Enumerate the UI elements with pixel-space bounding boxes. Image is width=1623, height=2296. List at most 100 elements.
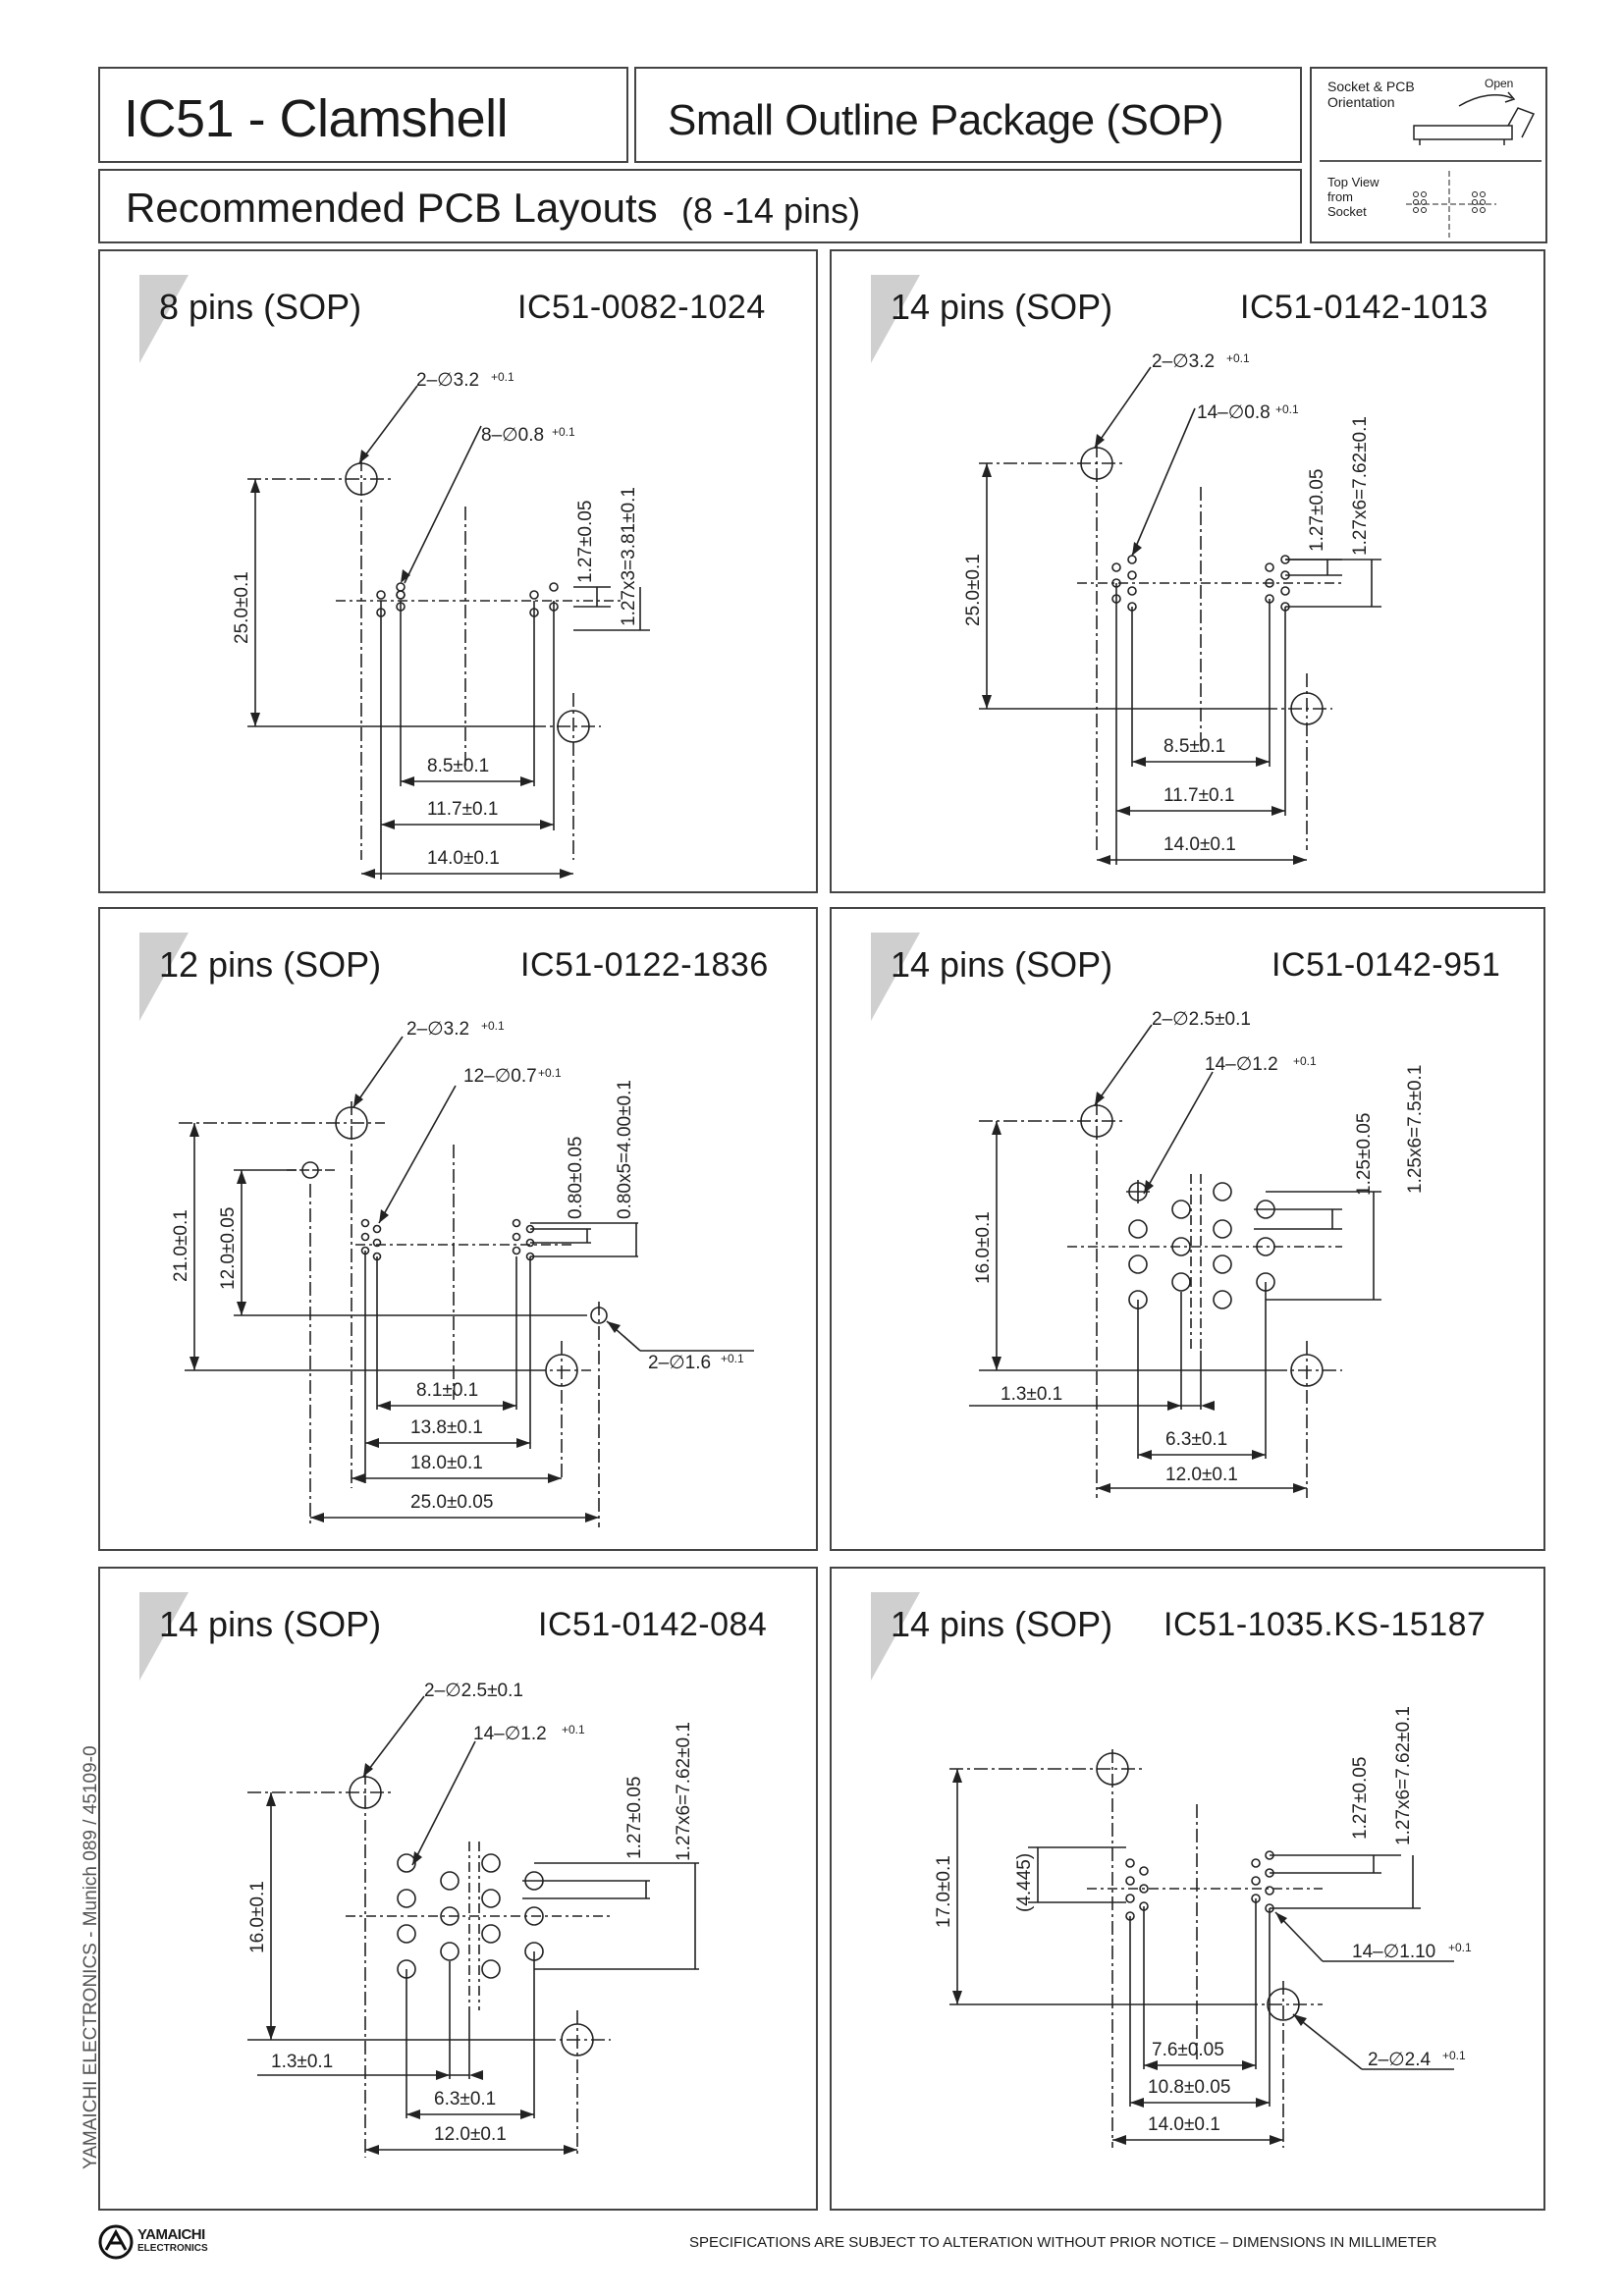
open-label: Open	[1485, 77, 1514, 90]
pitch-dim: 1.25±0.05	[1354, 1113, 1375, 1196]
socket-orientation-icon	[1320, 91, 1542, 238]
svg-text:+0.1: +0.1	[481, 1019, 505, 1033]
small-hole-label: 14–∅1.2	[473, 1724, 547, 1744]
title-box: IC51 - Clamshell	[98, 67, 628, 163]
panel-title: 12 pins (SOP)	[159, 944, 382, 985]
height-dim-2: (4.445)	[1014, 1853, 1035, 1912]
part-number: IC51-1035.KS-15187	[1163, 1606, 1487, 1643]
svg-text:+0.1: +0.1	[552, 425, 575, 439]
span-dim: 1.27x3=3.81±0.1	[619, 487, 639, 626]
panel-title: 8 pins (SOP)	[159, 287, 362, 327]
company-logo: YAMAICHI ELECTRONICS	[98, 2224, 236, 2264]
big-hole-label: 2–∅3.2	[1152, 351, 1215, 372]
width-dim-1: 8.5±0.1	[1163, 736, 1225, 757]
big-hole-label: 2–∅2.5±0.1	[1152, 1009, 1251, 1030]
span-dim: 0.80x5=4.00±0.1	[615, 1080, 635, 1219]
part-number: IC51-0122-1836	[520, 946, 769, 984]
big-hole-label: 2–∅2.4	[1368, 2050, 1432, 2070]
pitch-dim: 0.80±0.05	[566, 1137, 586, 1219]
width-dim-0: 1.3±0.1	[1001, 1384, 1062, 1405]
width-dim-1: 6.3±0.1	[434, 2089, 496, 2109]
width-dim-2: 10.8±0.05	[1148, 2077, 1230, 2098]
part-number: IC51-0142-084	[538, 1606, 768, 1643]
top-view-label: Top View from Socket	[1327, 175, 1380, 219]
svg-text:+0.1: +0.1	[491, 370, 514, 384]
width-dim-1: 8.1±0.1	[416, 1380, 478, 1401]
logo-line-1: YAMAICHI	[137, 2226, 205, 2243]
width-dim-3: 14.0±0.1	[427, 848, 500, 869]
part-number: IC51-0142-1013	[1240, 289, 1488, 326]
subtitle-box: Recommended PCB Layouts (8 -14 pins)	[98, 169, 1302, 243]
panel-corner-mark	[871, 1592, 920, 1681]
panel-corner-mark	[139, 275, 189, 363]
span-dim: 1.27x6=7.62±0.1	[674, 1722, 694, 1861]
panel-title: 14 pins (SOP)	[159, 1604, 382, 1644]
big-hole-label: 2–∅3.2	[416, 370, 479, 391]
panel-title: 14 pins (SOP)	[891, 1604, 1113, 1644]
svg-text:+0.1: +0.1	[1293, 1054, 1317, 1068]
pcb-drawing: 2–∅3.2 +0.1 12–∅0.7 +0.1 2–∅1.6 +0.1 21.…	[171, 1019, 754, 1527]
width-dim-1: 7.6±0.05	[1152, 2040, 1224, 2060]
part-number: IC51-0082-1024	[517, 289, 766, 326]
layout-panel-8pin-1024: 8 pins (SOP) IC51-0082-1024	[98, 249, 818, 893]
height-dim: 17.0±0.1	[934, 1855, 954, 1928]
pcb-drawing: 2–∅3.2 +0.1 14–∅0.8 +0.1 25.0±0.1 1.27±0…	[963, 351, 1381, 865]
width-dim-4: 25.0±0.05	[410, 1492, 493, 1513]
height-dim: 25.0±0.1	[232, 571, 252, 644]
width-dim-1: 8.5±0.1	[427, 756, 489, 776]
pcb-drawing: 2–∅2.5±0.1 14–∅1.2 +0.1 16.0±0.1 1.25±0.…	[969, 1009, 1426, 1498]
layout-panel-14pin-ks15187: 14 pins (SOP) IC51-1035.KS-15187	[830, 1567, 1545, 2211]
width-dim-3: 18.0±0.1	[410, 1453, 483, 1473]
panel-corner-mark	[871, 933, 920, 1021]
small-hole-label: 12–∅0.7	[463, 1066, 537, 1087]
small-hole-label: 14–∅1.2	[1205, 1054, 1278, 1075]
span-dim: 1.27x6=7.62±0.1	[1350, 416, 1371, 556]
pitch-dim: 1.27±0.05	[1350, 1757, 1371, 1840]
layout-panel-14pin-1013: 14 pins (SOP) IC51-0142-1013	[830, 249, 1545, 893]
width-dim-2: 12.0±0.1	[1165, 1465, 1238, 1485]
yamaichi-logo-icon	[98, 2224, 134, 2260]
pitch-dim: 1.27±0.05	[1307, 469, 1327, 552]
package-type: Small Outline Package (SOP)	[668, 96, 1224, 144]
small-hole-label: 14–∅1.10	[1352, 1942, 1435, 1962]
layout-panel-14pin-084: 14 pins (SOP) IC51-0142-084	[98, 1567, 818, 2211]
svg-text:+0.1: +0.1	[1275, 402, 1299, 416]
small-hole-label: 14–∅0.8	[1197, 402, 1271, 423]
layout-panel-14pin-951: 14 pins (SOP) IC51-0142-951	[830, 907, 1545, 1551]
small-hole-label: 8–∅0.8	[481, 425, 544, 446]
panel-title: 14 pins (SOP)	[891, 944, 1113, 985]
pitch-dim: 1.27±0.05	[624, 1777, 645, 1859]
pcb-drawing: 2–∅2.5±0.1 14–∅1.2 +0.1 16.0±0.1 1.27±0.…	[247, 1681, 699, 2158]
svg-text:+0.1: +0.1	[1448, 1941, 1472, 1954]
pin-range: (8 -14 pins)	[681, 190, 861, 231]
svg-text:+0.1: +0.1	[538, 1066, 562, 1080]
pitch-dim: 1.27±0.05	[575, 501, 596, 583]
width-dim-3: 14.0±0.1	[1163, 834, 1236, 855]
width-dim-1: 6.3±0.1	[1165, 1429, 1227, 1450]
layout-panel-12pin-1836: 12 pins (SOP) IC51-0122-1836	[98, 907, 818, 1551]
panel-title: 14 pins (SOP)	[891, 287, 1113, 327]
width-dim-0: 1.3±0.1	[271, 2052, 333, 2072]
footer-notice: SPECIFICATIONS ARE SUBJECT TO ALTERATION…	[689, 2234, 1437, 2251]
panel-corner-mark	[871, 275, 920, 363]
height-dim-2: 12.0±0.05	[218, 1207, 239, 1290]
pad	[376, 590, 386, 600]
svg-text:+0.1: +0.1	[562, 1723, 585, 1736]
width-dim-3: 14.0±0.1	[1148, 2114, 1220, 2135]
orientation-label: Socket & PCB Orientation	[1327, 79, 1415, 110]
package-box: Small Outline Package (SOP)	[634, 67, 1302, 163]
width-dim-2: 13.8±0.1	[410, 1417, 483, 1438]
panel-corner-mark	[139, 1592, 189, 1681]
height-dim: 16.0±0.1	[247, 1881, 268, 1953]
span-dim: 1.25x6=7.5±0.1	[1405, 1065, 1426, 1194]
big-hole-label: 2–∅2.5±0.1	[424, 1681, 523, 1701]
width-dim-2: 11.7±0.1	[427, 799, 498, 820]
svg-text:+0.1: +0.1	[721, 1352, 744, 1365]
mid-hole-label: 2–∅1.6	[648, 1353, 711, 1373]
width-dim-2: 12.0±0.1	[434, 2124, 507, 2145]
width-dim-2: 11.7±0.1	[1163, 785, 1234, 806]
height-dim: 16.0±0.1	[973, 1211, 994, 1284]
page-subtitle: Recommended PCB Layouts	[126, 185, 658, 231]
height-dim: 21.0±0.1	[171, 1209, 191, 1282]
pcb-drawing: 14–∅1.10 +0.1 2–∅2.4 +0.1 17.0±0.1 (4.44…	[934, 1706, 1472, 2148]
